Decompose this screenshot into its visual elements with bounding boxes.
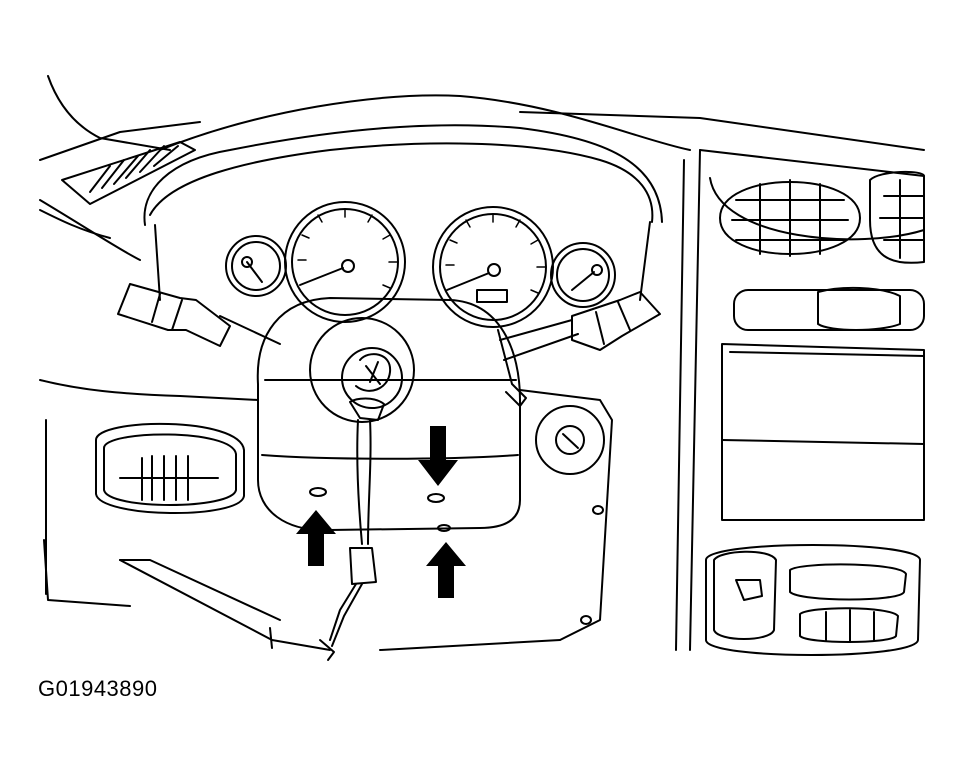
instrument-cluster xyxy=(143,124,663,328)
right-steering-stalk xyxy=(499,291,661,361)
left-upper-vent xyxy=(61,141,196,205)
left-steering-stalk xyxy=(117,283,281,347)
left-lower-vent xyxy=(95,422,245,514)
dash-top-outline xyxy=(39,75,925,261)
wiring-harness xyxy=(319,397,385,661)
ignition-switch xyxy=(535,405,605,475)
airbag-module xyxy=(256,297,527,532)
arrow-up-icon xyxy=(296,510,336,566)
figure-id-label: G01943890 xyxy=(38,676,158,701)
center-stack xyxy=(675,149,925,656)
airbag-mounting-screws xyxy=(309,487,451,532)
lower-dash-panel xyxy=(39,379,613,651)
arrow-up-icon xyxy=(426,542,466,598)
arrow-down-icon xyxy=(418,426,458,486)
